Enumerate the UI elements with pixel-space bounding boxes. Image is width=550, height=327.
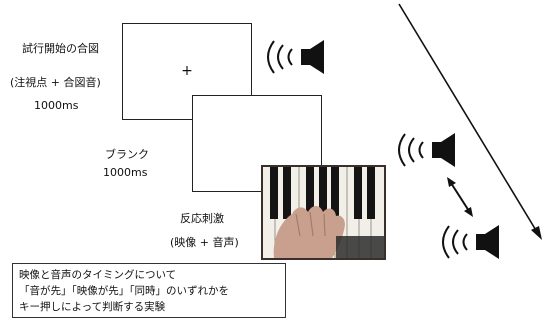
stage2-title: ブランク [105,148,149,161]
stage2-duration: 1000ms [103,166,148,179]
speaker-icon [398,133,455,167]
caption-line: 「音が先」「映像が先」「同時」のいずれかを [19,285,229,297]
double-arrow-icon [447,177,473,217]
caption-line: キー押しによって判断する実験 [19,301,166,313]
stage1-title: 試行開始の合図 [22,42,99,55]
stage1-duration: 1000ms [34,99,79,112]
speaker-icon [267,40,324,74]
time-arrow [398,3,542,240]
speaker-icon [442,225,499,259]
stage3-detail: (映像 + 音声) [170,236,239,249]
caption-line: 映像と音声のタイミングについて [19,269,177,281]
stage1-detail: (注視点 + 合図音) [10,76,101,89]
fixation-cross: + [181,63,193,79]
experiment-caption: 映像と音声のタイミングについて 「音が先」「映像が先」「同時」のいずれかを キー… [12,263,286,318]
piano-video-frame [261,165,386,260]
stage3-title: 反応刺激 [180,212,224,225]
